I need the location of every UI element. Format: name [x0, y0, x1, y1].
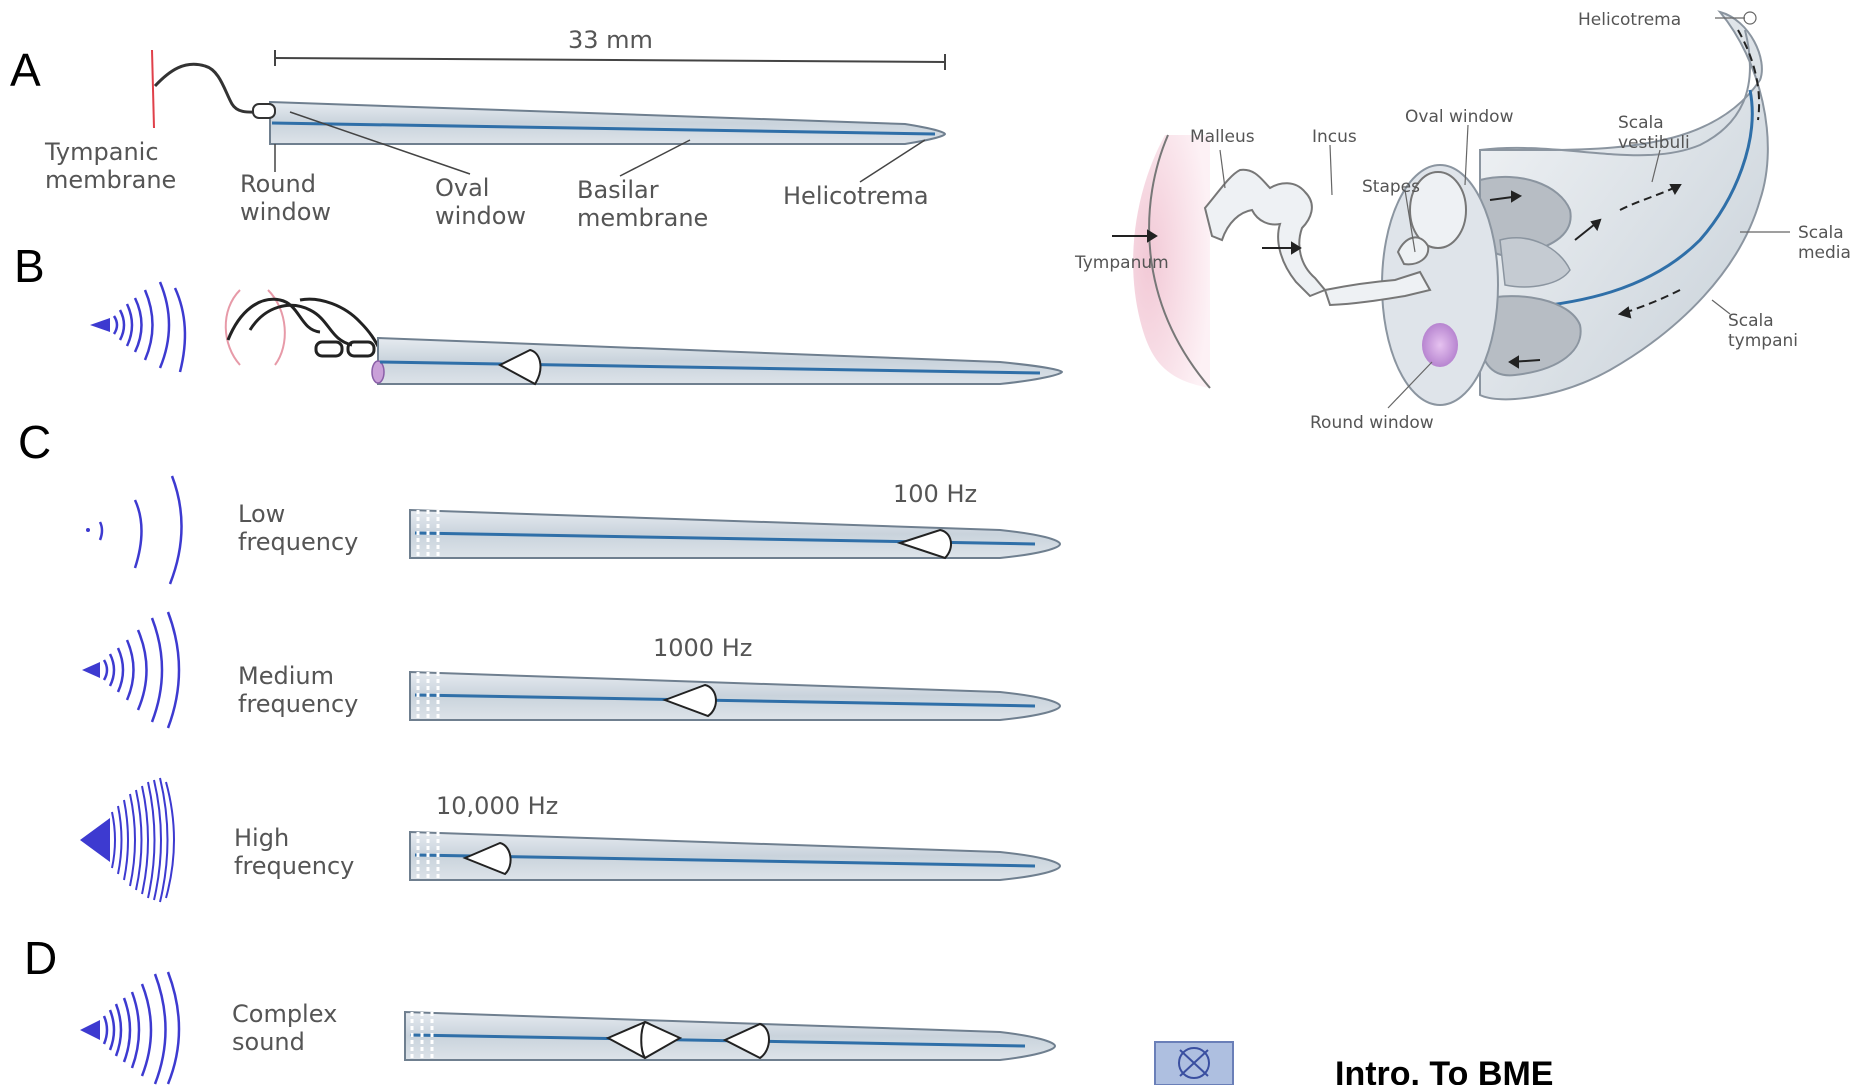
label-round-window-1: Round [240, 170, 316, 198]
panel-letter-b: B [14, 240, 45, 292]
footer-title: Intro. To BME [1335, 1055, 1553, 1085]
anatomy-illustration: Helicotrema Malleus Incus Oval window Sc… [1074, 10, 1851, 433]
label-stapes: Stapes [1362, 177, 1420, 197]
label-tympanic-1: Tympanic [44, 138, 159, 166]
panel-d: D Complex sound [24, 932, 1055, 1084]
label-malleus: Malleus [1190, 127, 1255, 147]
label-oval-window-anatomy: Oval window [1405, 107, 1514, 127]
footer: Intro. To BME [1155, 1042, 1553, 1085]
row-high-frequency: High frequency 10,000 Hz [80, 778, 1060, 902]
label-scala-media-1: Scala [1798, 223, 1844, 243]
label-round-window-anatomy: Round window [1310, 413, 1434, 433]
label-scala-media-2: media [1798, 243, 1851, 263]
tympanic-membrane-line [152, 50, 154, 128]
panel-a: A 33 mm Tympanic membrane Round window O… [10, 26, 945, 232]
panel-letter-c: C [18, 416, 51, 468]
medium-wave-icon [82, 612, 179, 728]
high-label-1: High [234, 824, 289, 852]
panel-c: C Low frequency 100 Hz [18, 416, 1060, 902]
label-helicotrema-a: Helicotrema [783, 182, 929, 210]
freq-label-10000: 10,000 Hz [436, 792, 558, 820]
panel-b: B [14, 240, 1062, 384]
tube-low [410, 510, 1060, 558]
label-scala-tympani-2: tympani [1728, 331, 1798, 351]
label-helicotrema-anatomy: Helicotrema [1578, 10, 1681, 30]
panel-letter-a: A [10, 44, 41, 96]
university-logo [1155, 1042, 1233, 1085]
label-oval-window-2: window [435, 202, 526, 230]
freq-label-100: 100 Hz [893, 480, 977, 508]
oval-window-marker [253, 104, 275, 118]
high-label-2: frequency [234, 852, 354, 880]
complex-label-2: sound [232, 1028, 305, 1056]
label-tympanum: Tympanum [1074, 253, 1169, 273]
label-incus: Incus [1312, 127, 1357, 147]
low-label-2: frequency [238, 528, 358, 556]
cochlea-tube-b [378, 338, 1062, 384]
tube-complex [405, 1012, 1055, 1060]
ossicle-chain [155, 64, 262, 112]
low-label-1: Low [238, 500, 285, 528]
cochlea-tube-a [270, 102, 945, 144]
label-scala-vestibuli-2: vestibuli [1618, 133, 1690, 153]
freq-label-1000: 1000 Hz [653, 634, 752, 662]
label-basilar-1: Basilar [577, 176, 659, 204]
label-oval-window-1: Oval [435, 174, 489, 202]
low-wave-icon [86, 476, 182, 584]
row-low-frequency: Low frequency 100 Hz [86, 476, 1060, 584]
label-scala-tympani-1: Scala [1728, 311, 1774, 331]
complex-wave-icon [80, 972, 179, 1084]
high-wave-icon [80, 778, 174, 902]
panel-letter-d: D [24, 932, 57, 984]
label-tympanic-2: membrane [45, 166, 176, 194]
complex-label-1: Complex [232, 1000, 337, 1028]
label-basilar-2: membrane [577, 204, 708, 232]
tube-medium [410, 672, 1060, 720]
scale-label: 33 mm [568, 26, 653, 54]
medium-label-2: frequency [238, 690, 358, 718]
tube-high [410, 832, 1060, 880]
label-round-window-2: window [240, 198, 331, 226]
scale-bar: 33 mm [275, 26, 945, 70]
label-scala-vestibuli-1: Scala [1618, 113, 1664, 133]
row-medium-frequency: Medium frequency 1000 Hz [82, 612, 1060, 728]
medium-label-1: Medium [238, 662, 334, 690]
round-window-b [372, 361, 384, 383]
sound-wave-icon-b [90, 282, 185, 372]
round-window-shape [1422, 323, 1458, 367]
